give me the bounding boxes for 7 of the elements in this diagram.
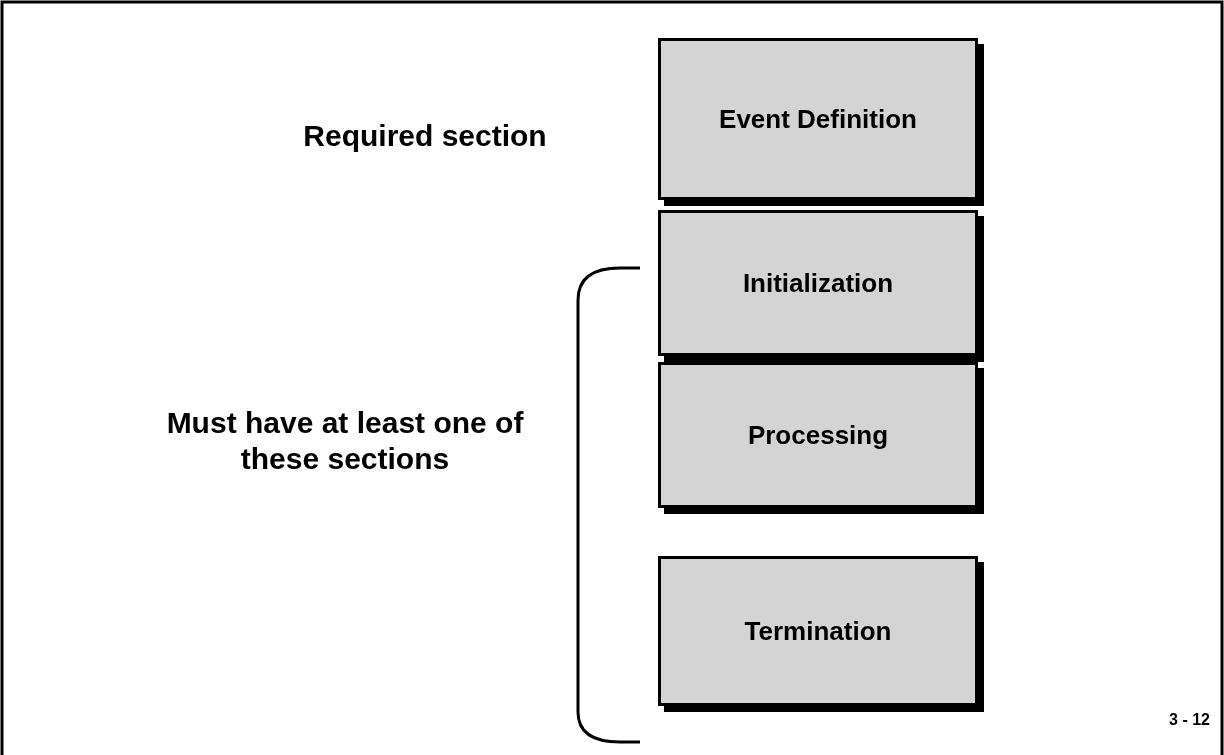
box-label: Event Definition (719, 103, 917, 135)
section-note: Must have at least one of these sections (165, 405, 525, 477)
box-label: Initialization (742, 267, 894, 299)
box-label: Termination (744, 615, 892, 647)
page-number: 3 - 12 (1168, 710, 1210, 730)
box-label: Processing (747, 419, 889, 451)
section-note: Required section (302, 118, 548, 154)
